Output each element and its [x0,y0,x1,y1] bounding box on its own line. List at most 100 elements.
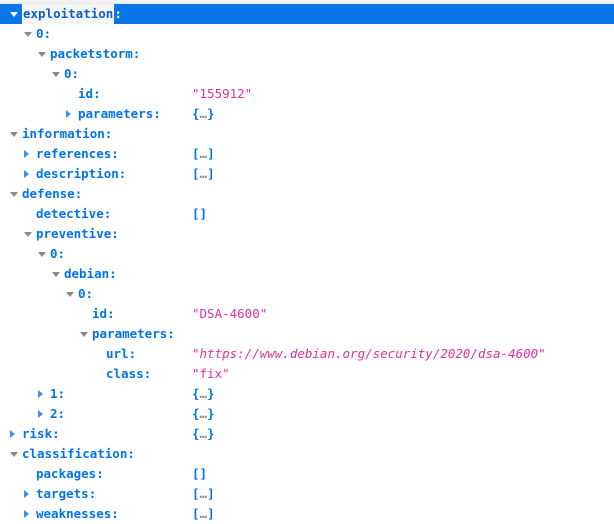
triangle-right-icon[interactable] [64,104,78,124]
property-key: debian [64,266,110,281]
tree-row-label[interactable]: parameters: [78,104,161,124]
triangle-down-icon[interactable] [22,224,36,244]
tree-row-label[interactable]: debian: [64,264,117,284]
tree-row-label[interactable]: references: [36,144,119,164]
tree-row[interactable]: 0: [0,284,614,304]
property-key: description [36,166,119,181]
tree-row-label[interactable]: class: [106,364,151,384]
triangle-down-icon[interactable] [8,184,22,204]
tree-row[interactable]: weaknesses:[…] [0,504,614,524]
tree-row[interactable]: packetstorm: [0,44,614,64]
property-colon: : [74,186,83,201]
property-value-cell: "155912" [192,84,252,104]
property-value-cell: {…} [192,384,215,404]
tree-row-label[interactable]: packages: [36,464,104,484]
tree-row[interactable]: id: "DSA-4600" [0,304,614,324]
tree-row-label[interactable]: packetstorm: [50,44,140,64]
property-key: 1 [50,386,58,401]
triangle-right-icon[interactable] [22,504,36,524]
property-key: defense [22,186,75,201]
tree-row-label[interactable]: id: [92,304,115,324]
tree-row-label[interactable]: information: [22,124,112,144]
tree-row-label[interactable]: defense: [22,184,82,204]
property-colon: : [111,506,119,521]
triangle-right-icon[interactable] [22,484,36,504]
tree-row[interactable]: risk:{…} [0,424,614,444]
tree-row[interactable]: detective:[] [0,204,614,224]
property-colon: : [167,326,175,341]
tree-row[interactable]: 0: [0,64,614,84]
triangle-right-icon[interactable] [8,424,22,444]
triangle-right-icon[interactable] [36,384,50,404]
triangle-down-icon[interactable] [22,24,36,44]
json-tree-panel[interactable]: exploitation:0:packetstorm:0:id:"155912"… [0,4,614,524]
tree-row-label[interactable]: exploitation: [22,4,122,24]
property-colon: : [153,106,161,121]
tree-row-label[interactable]: description: [36,164,126,184]
tree-row[interactable]: 0: [0,244,614,264]
tree-row[interactable]: parameters: {…} [0,104,614,124]
tree-row-label[interactable]: id: [78,84,101,104]
property-colon: : [93,86,101,101]
tree-row-label[interactable]: 0: [64,64,79,84]
triangle-down-icon[interactable] [50,64,64,84]
tree-row[interactable]: targets:[…] [0,484,614,504]
tree-row-label[interactable]: url: [106,344,136,364]
property-colon: : [127,446,135,461]
property-value[interactable]: "https://www.debian.org/security/2020/ds… [192,346,546,361]
tree-row[interactable]: 0: [0,24,614,44]
triangle-down-icon[interactable] [50,264,64,284]
tree-row[interactable]: defense: [0,184,614,204]
property-colon: : [88,486,97,501]
tree-row-label[interactable]: 2: [50,404,65,424]
tree-row[interactable]: information: [0,124,614,144]
triangle-down-icon[interactable] [8,124,22,144]
property-colon: : [103,206,112,221]
tree-row[interactable]: 2: {…} [0,404,614,424]
property-colon: : [71,66,80,81]
tree-row[interactable]: 1: {…} [0,384,614,404]
property-colon: : [43,26,52,41]
triangle-down-icon[interactable] [8,4,22,24]
triangle-right-icon[interactable] [36,404,50,424]
tree-row[interactable]: exploitation: [0,4,614,24]
tree-row[interactable]: parameters: [0,324,614,344]
triangle-glyph [66,292,74,297]
triangle-down-icon[interactable] [8,444,22,464]
triangle-glyph [52,72,60,77]
tree-row-label[interactable]: targets: [36,484,96,504]
tree-row-label[interactable]: weaknesses: [36,504,119,524]
tree-row-label[interactable]: parameters: [92,324,175,344]
tree-row-label[interactable]: 0: [36,24,51,44]
tree-row-label[interactable]: risk: [22,424,60,444]
triangle-glyph [24,32,32,37]
property-key: exploitation [22,4,115,24]
tree-row[interactable]: debian: [0,264,614,284]
property-value-cell: {…} [192,104,215,124]
tree-row[interactable]: id: "155912" [0,84,614,104]
triangle-right-icon[interactable] [22,164,36,184]
tree-row-label[interactable]: classification: [22,444,135,464]
tree-row-label[interactable]: detective: [36,204,111,224]
property-value: {…} [192,406,215,421]
tree-row[interactable]: class: "fix" [0,364,614,384]
property-value: "fix" [192,366,230,381]
property-value-cell: "DSA-4600" [192,304,267,324]
property-key: packages [36,466,97,481]
triangle-down-icon[interactable] [36,244,50,264]
tree-row-label[interactable]: 0: [50,244,65,264]
triangle-down-icon[interactable] [36,44,50,64]
tree-row[interactable]: packages:[] [0,464,614,484]
tree-row-label[interactable]: preventive: [36,224,119,244]
tree-row[interactable]: description:[…] [0,164,614,184]
triangle-down-icon[interactable] [64,284,78,304]
triangle-down-icon[interactable] [78,324,92,344]
tree-row[interactable]: preventive: [0,224,614,244]
triangle-right-icon[interactable] [22,144,36,164]
tree-row-label[interactable]: 0: [78,284,93,304]
tree-row-label[interactable]: 1: [50,384,65,404]
property-colon: : [111,226,119,241]
tree-row[interactable]: classification: [0,444,614,464]
tree-row[interactable]: url: "https://www.debian.org/security/202… [0,344,614,364]
tree-row[interactable]: references:[…] [0,144,614,164]
